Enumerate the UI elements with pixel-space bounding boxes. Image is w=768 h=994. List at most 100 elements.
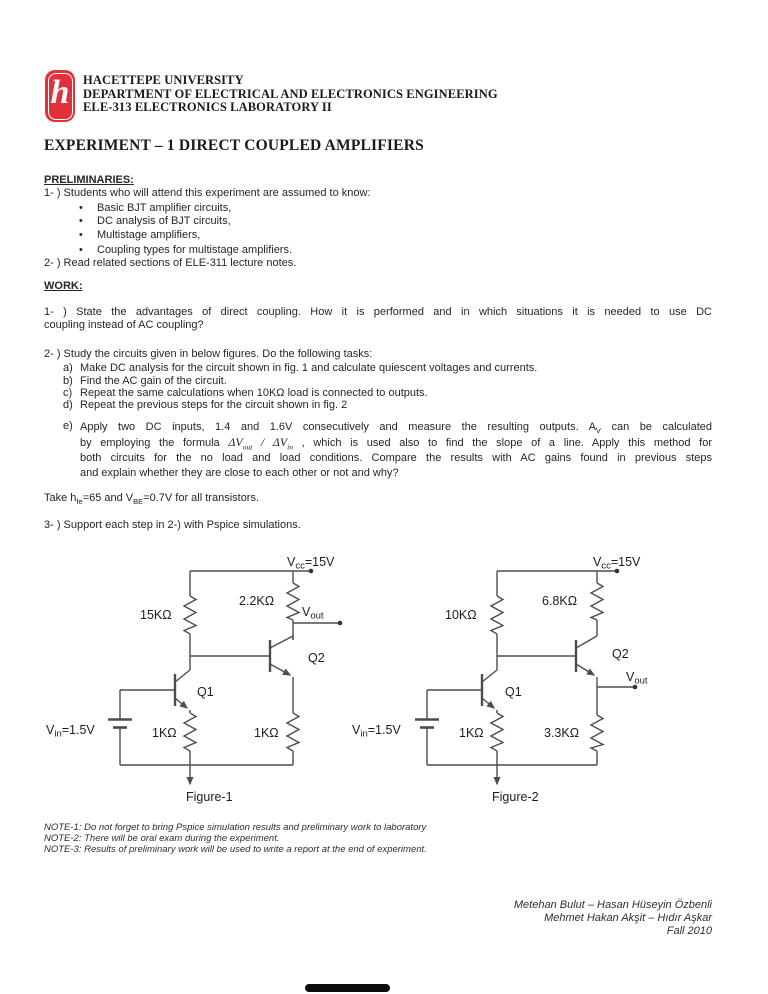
subscript: in bbox=[287, 442, 294, 452]
task-text: Find the AC gain of the circuit. bbox=[80, 375, 227, 387]
fig1-re2-label: 1KΩ bbox=[254, 726, 279, 740]
bullet-icon: • bbox=[79, 202, 83, 214]
task-c: c) Repeat the same calculations when 10KΩ… bbox=[63, 387, 712, 400]
bullet-item: •Coupling types for multistage amplifier… bbox=[79, 244, 292, 257]
task-e-letter: e) bbox=[63, 420, 73, 432]
fig1-re1-label: 1KΩ bbox=[152, 726, 177, 740]
fig2-re1-label: 1KΩ bbox=[459, 726, 484, 740]
q1-line: coupling instead of AC coupling? bbox=[44, 319, 204, 331]
task-text: Repeat the previous steps for the circui… bbox=[80, 399, 348, 411]
hacettepe-logo-icon: h bbox=[45, 70, 75, 122]
bullet-text: Multistage amplifiers, bbox=[97, 229, 201, 241]
note-1: NOTE-1: Do not forget to bring Pspice si… bbox=[44, 822, 427, 833]
subscript: out bbox=[242, 442, 253, 452]
figure-1-circuit-diagram: Vcc=15V 15KΩ 2.2KΩ Vout Q2 Q1 Vin=1.5V 1… bbox=[46, 555, 343, 804]
authors-block: Metehan Bulut – Hasan Hüseyin Özbenli Me… bbox=[514, 899, 712, 938]
work-question-3: 3- ) Support each step in 2-) with Pspic… bbox=[44, 519, 301, 531]
note-2: NOTE-2: There will be oral exam during t… bbox=[44, 833, 280, 844]
fig1-rc2-label: 2.2KΩ bbox=[239, 594, 274, 608]
note-3: NOTE-3: Results of preliminary work will… bbox=[44, 844, 427, 855]
notes-block: NOTE-1: Do not forget to bring Pspice si… bbox=[44, 822, 427, 855]
author-line-1: Metehan Bulut – Hasan Hüseyin Özbenli bbox=[513, 899, 712, 911]
subscript: BE bbox=[133, 497, 144, 507]
bullet-icon: • bbox=[79, 244, 83, 256]
logo-h-glyph: h bbox=[50, 74, 70, 111]
transistor-parameters-note: Take hfe=65 and VBE=0.7V for all transis… bbox=[44, 492, 259, 505]
task-b: b) Find the AC gain of the circuit. bbox=[63, 375, 712, 388]
task-text: Make DC analysis for the circuit shown i… bbox=[80, 362, 538, 374]
vout-node-dot bbox=[632, 684, 638, 690]
task-e-text: by employing the formula bbox=[80, 437, 229, 449]
task-e-text: can be calculated bbox=[600, 421, 713, 433]
task-e-text: , which is used also to find the slope o… bbox=[293, 437, 713, 449]
vout-node-dot bbox=[337, 620, 343, 626]
bullet-item: • DC analysis of BJT circuits, bbox=[79, 215, 231, 228]
bullet-text: Basic BJT amplifier circuits, bbox=[97, 202, 232, 214]
task-letter: c) bbox=[63, 387, 73, 399]
preliminaries-heading: PRELIMINARIES: bbox=[44, 174, 134, 186]
fig2-rc2-label: 6.8KΩ bbox=[542, 594, 577, 608]
fig2-q1-label: Q1 bbox=[505, 685, 522, 699]
task-letter: d) bbox=[63, 399, 73, 411]
task-a: a) Make DC analysis for the circuit shown… bbox=[63, 362, 712, 375]
course-name: ELE-313 ELECTRONICS LABORATORY II bbox=[83, 100, 332, 114]
subscript: fe bbox=[76, 497, 83, 507]
formula-part: ΔV bbox=[272, 435, 288, 449]
vcc-node-dot bbox=[614, 568, 620, 574]
term-line: Fall 2010 bbox=[666, 925, 712, 937]
vcc-node-dot bbox=[308, 568, 314, 574]
preliminaries-item-1: 1- ) Students who will attend this exper… bbox=[44, 187, 371, 199]
work-question-1: 1- ) State the advantages of direct coup… bbox=[44, 306, 712, 332]
bullet-icon: • bbox=[79, 215, 83, 227]
task-e-text: Apply two DC inputs, 1.4 and 1.6V consec… bbox=[80, 421, 596, 433]
note-text: =65 and V bbox=[82, 492, 134, 504]
fig1-rc1-label: 15KΩ bbox=[140, 608, 172, 622]
experiment-title: EXPERIMENT – 1 DIRECT COUPLED AMPLIFIERS bbox=[44, 137, 424, 154]
note-text: =0.7V for all transistors. bbox=[143, 492, 260, 504]
formula-part: / bbox=[252, 435, 273, 449]
task-e-line-4: and explain whether they are close to ea… bbox=[80, 467, 399, 479]
q1-line: 1- ) State the advantages of direct coup… bbox=[44, 306, 712, 318]
letterhead: HACETTEPE UNIVERSITY DEPARTMENT OF ELECT… bbox=[83, 73, 498, 115]
fig2-vcc-label: Vcc=15V bbox=[593, 555, 641, 572]
task-e-line-1: Apply two DC inputs, 1.4 and 1.6V consec… bbox=[80, 420, 712, 435]
note-text: Take h bbox=[44, 492, 77, 504]
fig1-q1-label: Q1 bbox=[197, 685, 214, 699]
fig1-q2-label: Q2 bbox=[308, 651, 325, 665]
fig2-vout-label: Vout bbox=[626, 670, 648, 687]
logo-inner-border bbox=[47, 72, 73, 120]
work-heading: WORK: bbox=[44, 280, 83, 292]
delta-v-formula: ΔVout / ΔVin bbox=[228, 435, 294, 452]
fig2-re2-label: 3.3KΩ bbox=[544, 726, 579, 740]
task-e-line-3: both circuits for the no load and load c… bbox=[80, 452, 712, 464]
task-e-line-2: by employing the formula ΔVout / ΔVin , … bbox=[80, 435, 712, 451]
fig2-wires bbox=[415, 570, 635, 786]
fig1-vout-label: Vout bbox=[302, 605, 324, 622]
fig1-vin-label: Vin=1.5V bbox=[46, 723, 95, 740]
bullet-text: DC analysis of BJT circuits, bbox=[97, 215, 231, 227]
figure-2-caption: Figure-2 bbox=[492, 790, 539, 804]
fig1-wires bbox=[108, 570, 340, 786]
task-text: Repeat the same calculations when 10KΩ l… bbox=[80, 387, 428, 399]
fig2-rc1-label: 10KΩ bbox=[445, 608, 477, 622]
task-letter: b) bbox=[63, 375, 73, 387]
subscript: V bbox=[595, 426, 601, 436]
task-e: Apply two DC inputs, 1.4 and 1.6V consec… bbox=[80, 420, 712, 481]
task-letter: a) bbox=[63, 362, 73, 374]
formula-part: ΔV bbox=[228, 435, 243, 449]
department-name: DEPARTMENT OF ELECTRICAL AND ELECTRONICS… bbox=[83, 86, 498, 101]
task-d: d) Repeat the previous steps for the circ… bbox=[63, 399, 712, 412]
fig2-vin-label: Vin=1.5V bbox=[352, 723, 401, 740]
fig2-q2-label: Q2 bbox=[612, 647, 629, 661]
figure-2-circuit-diagram: Vcc=15V 10KΩ 6.8KΩ Q2 Vout Q1 Vin=1.5V 1… bbox=[352, 555, 648, 804]
work-question-2-intro: 2- ) Study the circuits given in below f… bbox=[44, 348, 373, 360]
figure-1-caption: Figure-1 bbox=[186, 790, 233, 804]
preliminaries-item-2: 2- ) Read related sections of ELE-311 le… bbox=[44, 257, 297, 269]
bullet-item: • Basic BJT amplifier circuits, bbox=[79, 202, 231, 215]
author-line-2: Mehmet Hakan Akşit – Hıdır Aşkar bbox=[544, 912, 712, 924]
bullet-item: • Multistage amplifiers, bbox=[79, 229, 200, 242]
bullet-icon: • bbox=[79, 229, 83, 241]
bottom-indicator-bar bbox=[305, 984, 390, 992]
university-name: HACETTEPE UNIVERSITY bbox=[83, 73, 244, 87]
